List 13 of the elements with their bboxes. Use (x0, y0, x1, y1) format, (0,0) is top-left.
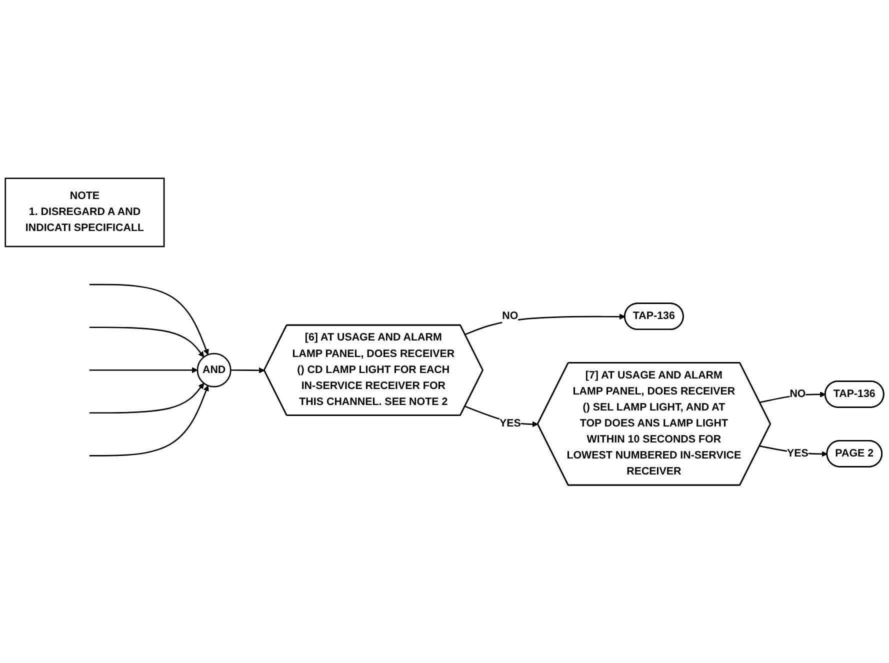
arrow (89, 284, 209, 355)
edge-label: YES (787, 447, 808, 459)
edge-label: NO (502, 310, 518, 322)
arrow (89, 385, 209, 456)
arrow (464, 314, 626, 335)
edge-label: NO (790, 388, 806, 400)
arrow (89, 326, 204, 358)
arrow (89, 366, 198, 373)
arrow (89, 382, 204, 414)
arrow (230, 367, 265, 374)
edge-label: YES (499, 418, 521, 430)
node-box: NOTE 1. DISREGARD A AND INDICATI SPECIFICALL (4, 177, 165, 247)
node-circle: AND (196, 352, 232, 388)
